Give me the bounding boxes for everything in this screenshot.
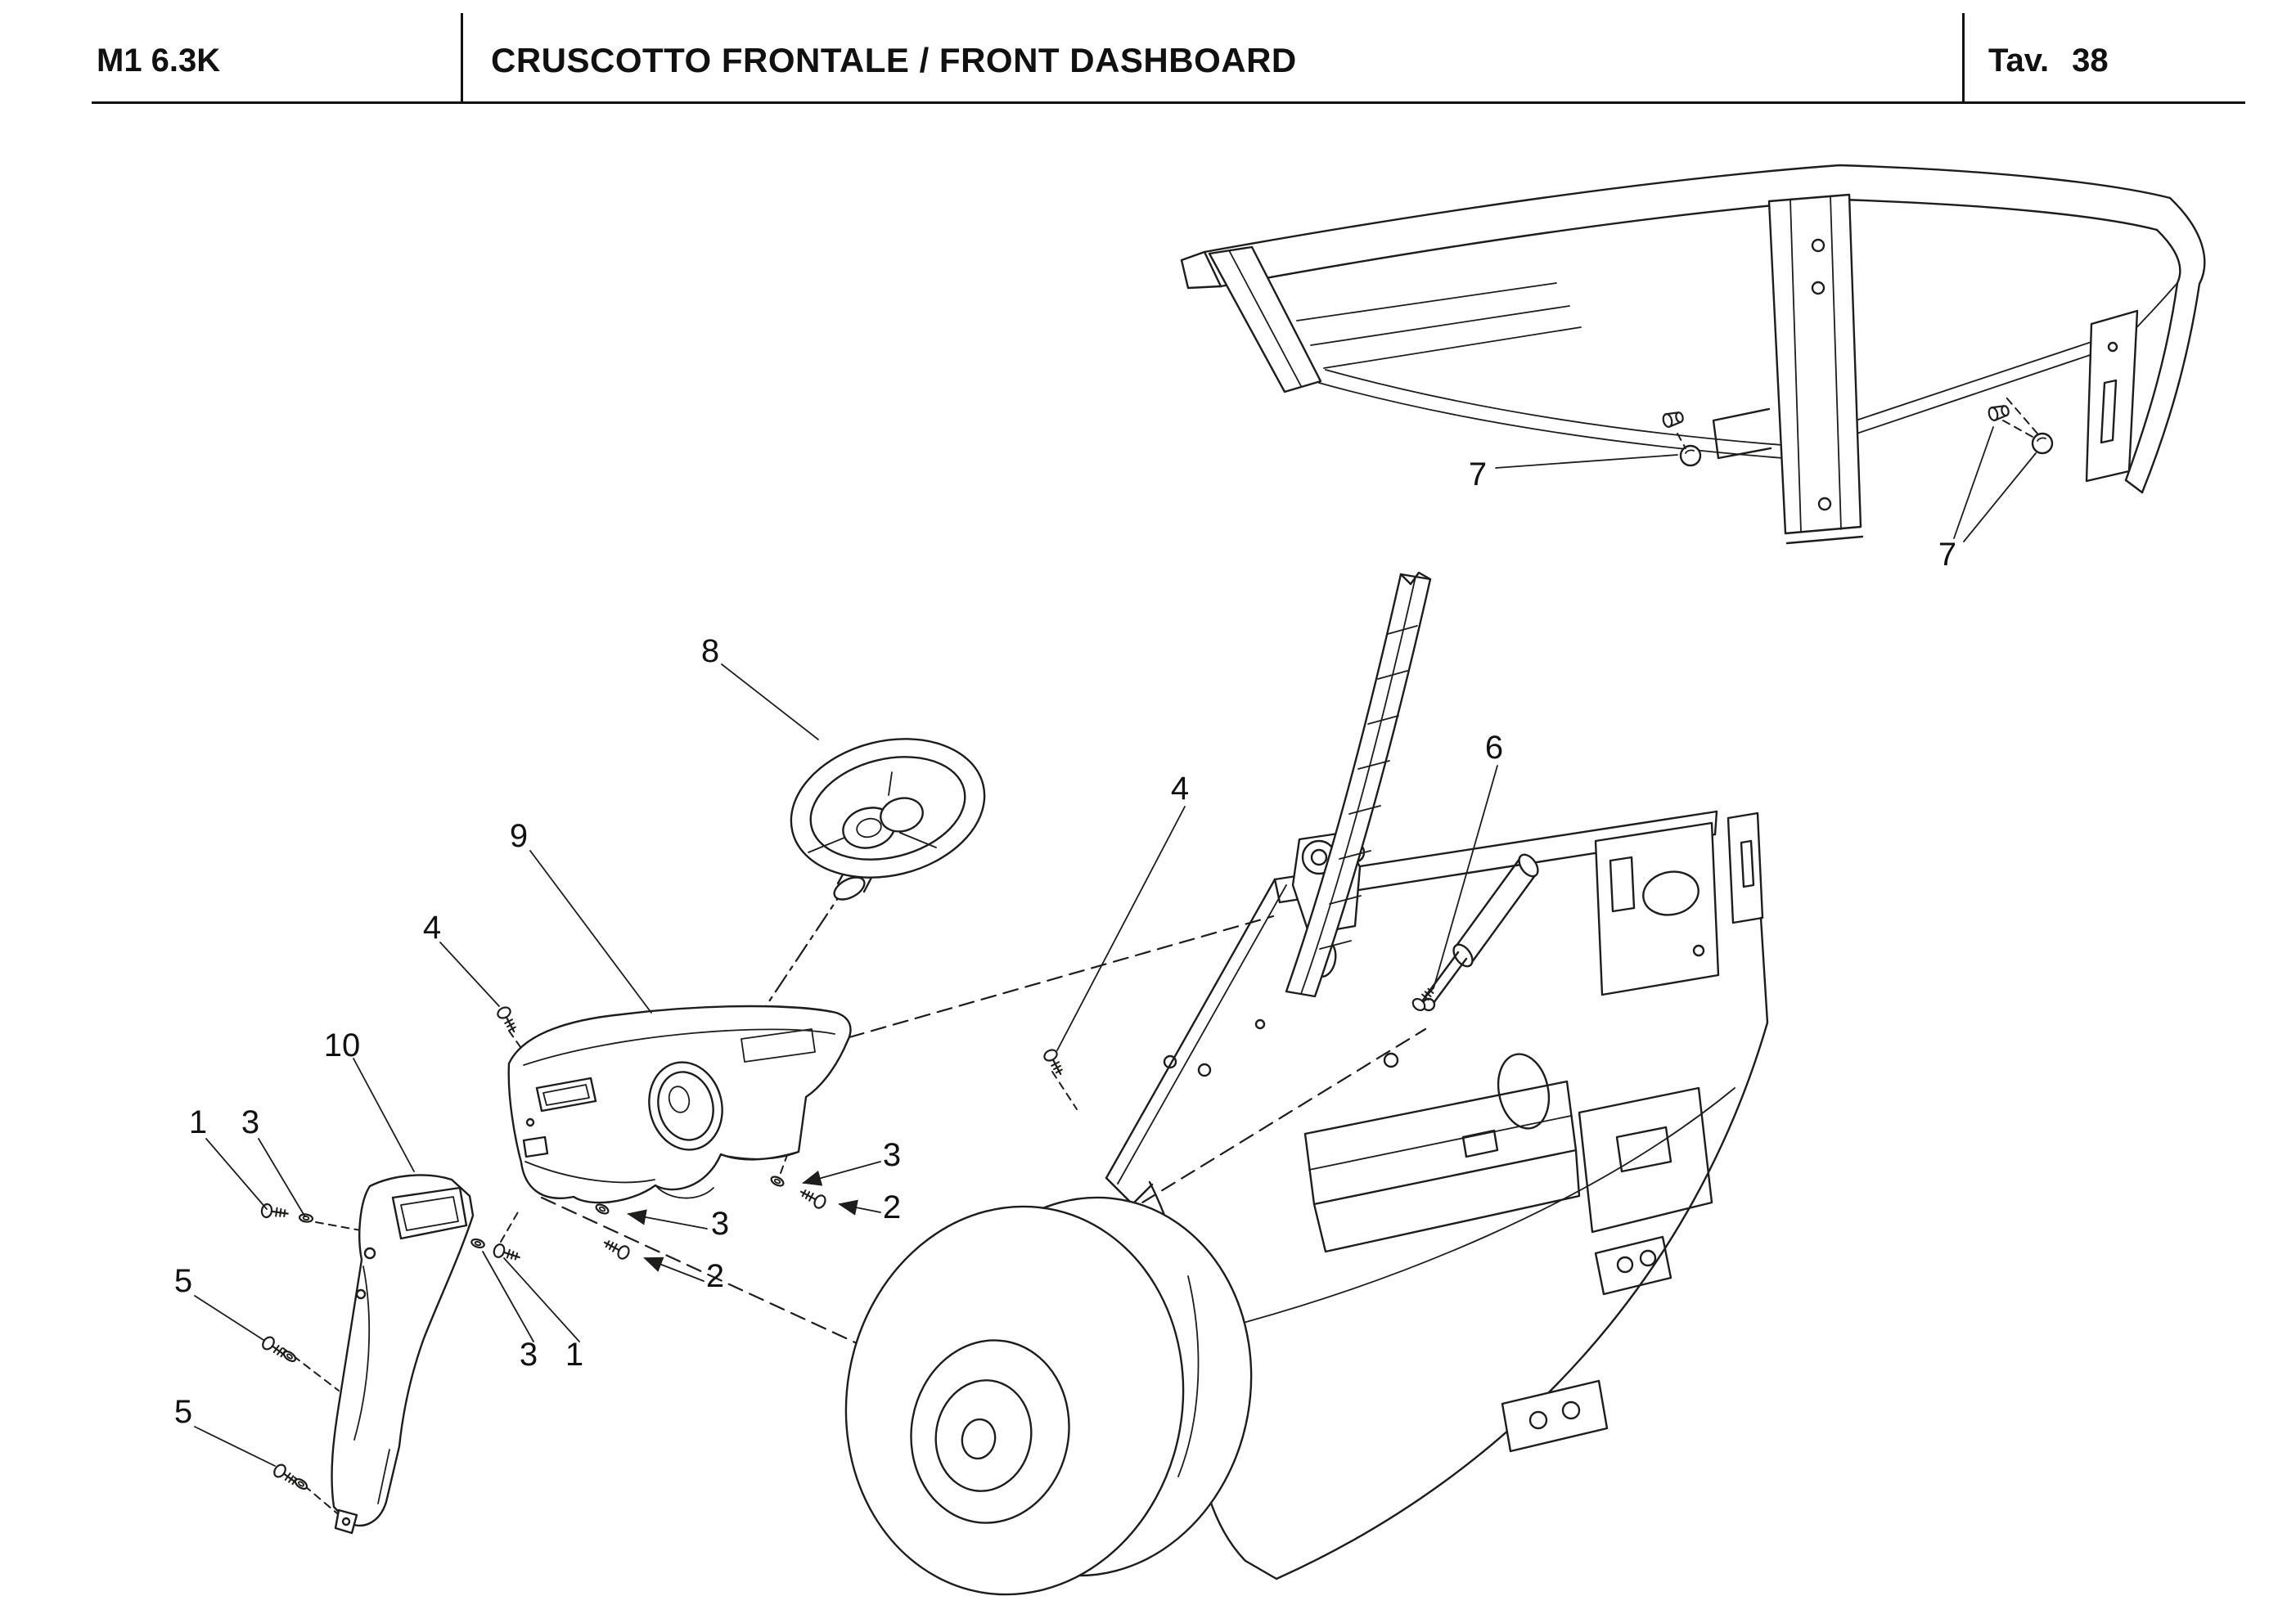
table-number: Tav. 38 [1988,43,2109,79]
instrument-bezel [648,1061,723,1151]
model-code: M1 6.3K [97,43,221,79]
callout-label-3-mid: 3 [711,1206,729,1242]
windshield-pillar [1285,571,1432,998]
screw-1-left [259,1203,290,1221]
page-title: CRUSCOTTO FRONTALE / FRONT DASHBOARD [491,41,1297,79]
washer-3-left [298,1212,314,1224]
callout-label-1-left: 1 [189,1104,207,1140]
washer-3-lower [469,1237,487,1250]
callout-label-3-lower: 3 [520,1337,538,1373]
callout-label-4-right: 4 [1171,771,1189,807]
header-rule [92,101,2245,104]
front-wheel [844,1196,1253,1596]
roof-plug-right [1986,402,2011,423]
callout-label-9: 9 [510,818,528,854]
callout-label-2-mid: 2 [706,1258,724,1294]
roof-knob-left [1679,444,1702,467]
screw-2-upper-right [797,1185,829,1212]
callout-label-10: 10 [324,1027,361,1063]
steering-wheel [790,738,986,901]
roof-knob-right [2031,432,2054,455]
callout-label-2-upper-right: 2 [883,1189,901,1225]
callout-label-5-upper: 5 [174,1263,192,1299]
callout-label-4-left: 4 [423,910,441,946]
leader-lines [194,426,2037,1467]
screw-4-left [494,1004,521,1036]
callout-label-1-lower: 1 [565,1337,583,1373]
washer-3-upper-right [768,1174,786,1189]
callout-label-8: 8 [701,633,719,669]
callout-label-3-left: 3 [241,1104,259,1140]
washer-5-upper [281,1348,299,1364]
washer-3-mid [593,1202,611,1216]
table-label: Tav. [1988,43,2050,79]
table-value: 38 [2072,43,2109,79]
callout-label-6: 6 [1485,730,1503,766]
header-divider-left [461,13,463,101]
callout-label-7-right: 7 [1938,537,1956,573]
screw-4-right [1041,1046,1068,1078]
side-panel [331,1174,475,1535]
roof-assembly [1180,164,2206,545]
roof-plug-left [1660,409,1686,429]
callout-labels: 7 7 8 9 4 6 4 10 1 3 3 2 3 2 3 1 5 5 [174,456,1956,1430]
screw-2-mid [601,1235,633,1262]
callout-label-5-lower: 5 [174,1394,192,1430]
header-divider-right [1962,13,1965,101]
dashboard-panel [507,1005,852,1204]
callout-label-3-upper-right: 3 [883,1137,901,1173]
callout-label-7-left: 7 [1469,456,1487,492]
washer-5-lower [292,1476,310,1492]
